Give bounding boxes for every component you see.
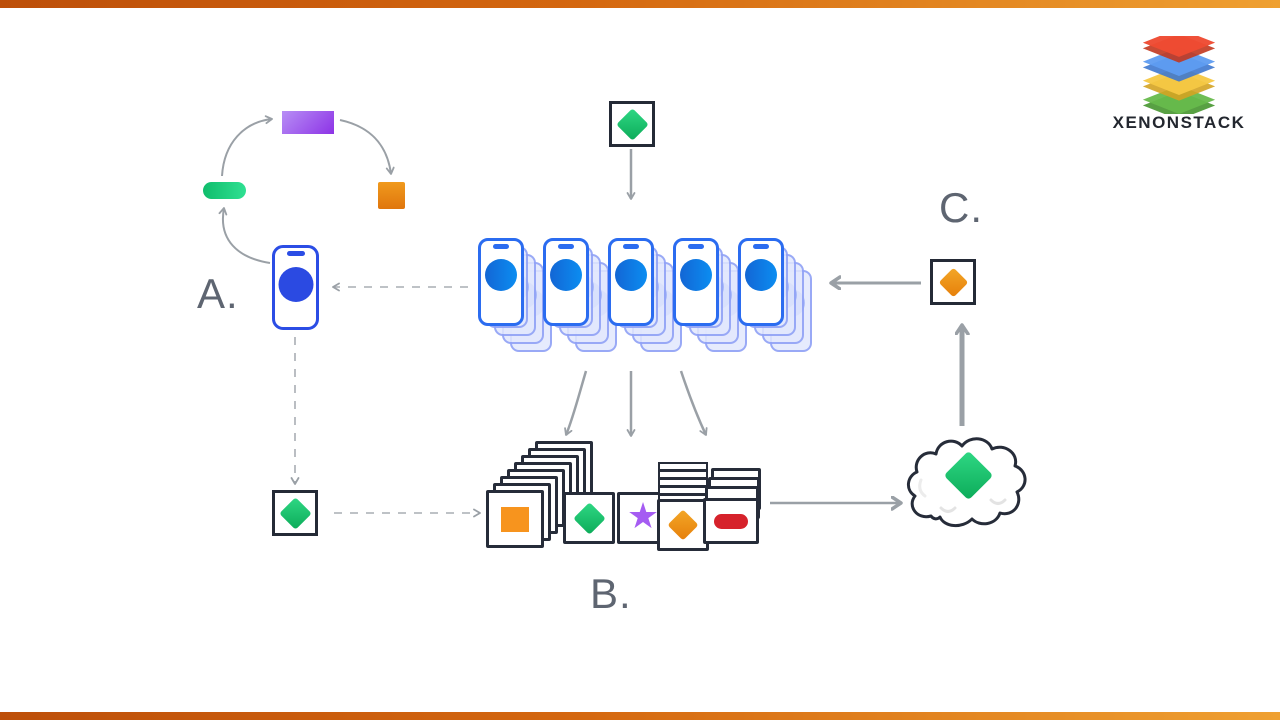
xenonstack-logo <box>1136 36 1222 114</box>
device-token-box <box>272 490 318 536</box>
logo-mark-icon <box>1142 36 1216 114</box>
front-phone <box>543 238 589 326</box>
card-stack-red-pill <box>703 468 765 550</box>
device-stack-2 <box>543 238 623 360</box>
label-c: C. <box>939 184 983 231</box>
arrow-rect-to-square <box>339 119 395 175</box>
front-card <box>703 498 759 544</box>
front-phone <box>673 238 719 326</box>
aggregation-cloud <box>903 428 1035 540</box>
top-accent-bar <box>0 0 1280 8</box>
front-phone <box>478 238 524 326</box>
card-stack-orange-diamond <box>657 462 713 552</box>
front-card <box>486 490 544 548</box>
orange-square-icon <box>501 506 529 532</box>
arrow-fan-left <box>564 370 588 436</box>
orange-diamond-icon <box>667 509 699 541</box>
front-phone <box>608 238 654 326</box>
brand-text: XENONSTACK <box>1112 113 1246 132</box>
purple-star-icon: ★ <box>626 495 660 536</box>
phone-screen-dot <box>278 267 313 302</box>
device-stack-4 <box>673 238 753 360</box>
card-green-diamond <box>563 492 615 544</box>
label-b: B. <box>590 570 632 617</box>
global-token-box <box>609 101 655 147</box>
front-card <box>657 499 709 551</box>
green-diamond-icon <box>278 496 312 530</box>
arrow-pill-to-rect <box>221 115 273 177</box>
device-stack-3 <box>608 238 688 360</box>
cycle-green-pill <box>203 182 246 199</box>
orange-diamond-icon <box>938 267 968 297</box>
front-phone <box>738 238 784 326</box>
bottom-accent-bar <box>0 712 1280 720</box>
phone-notch <box>286 251 305 256</box>
cycle-orange-square <box>378 182 405 209</box>
red-pill-icon <box>714 513 748 529</box>
green-diamond-icon <box>572 501 606 535</box>
arrow-fan-right <box>679 370 708 436</box>
green-diamond-icon <box>615 107 649 141</box>
device-a-phone <box>272 245 319 330</box>
label-a: A. <box>197 270 239 317</box>
arrow-device-to-pill <box>218 207 271 264</box>
cycle-purple-rectangle <box>282 111 334 134</box>
device-stack-5 <box>738 238 818 360</box>
update-token-box <box>930 259 976 305</box>
